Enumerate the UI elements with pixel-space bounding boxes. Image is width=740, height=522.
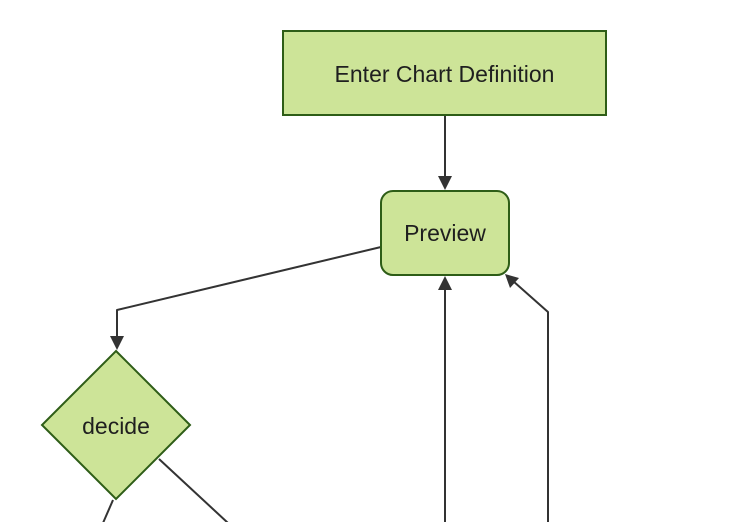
edge-line (116, 246, 382, 338)
arrowhead-into-preview-bottom (438, 276, 452, 290)
arrowhead-into-decide-top (110, 336, 124, 350)
arrowhead-into-preview-top (438, 176, 452, 190)
node-enter-chart-definition-shape (282, 30, 607, 116)
node-preview-label: Preview (404, 220, 486, 246)
node-enter-chart-definition-label: Enter Chart Definition (335, 61, 555, 87)
node-enter-chart-definition: Enter Chart Definition (282, 30, 607, 116)
edge-offscreen-bottom-right-to-preview (505, 274, 549, 522)
edge-line (512, 280, 549, 522)
edge-offscreen-bottom-to-preview (438, 276, 452, 522)
node-decide: decide (40, 349, 192, 501)
edge-preview-to-decide (110, 246, 382, 350)
edge-line (158, 458, 229, 522)
edge-decide-to-offscreen-bottom-right (158, 458, 229, 522)
node-preview: Preview (380, 190, 510, 276)
node-decide-shape (40, 349, 192, 501)
edge-enter-chart-definition-to-preview (438, 115, 452, 190)
node-preview-shape (380, 190, 510, 276)
arrowhead-into-preview-bottom-right-corner (505, 274, 519, 288)
edge-decide-to-offscreen-bottom-left (102, 499, 114, 522)
node-decide-label: decide (82, 413, 150, 439)
edge-line (102, 499, 114, 522)
